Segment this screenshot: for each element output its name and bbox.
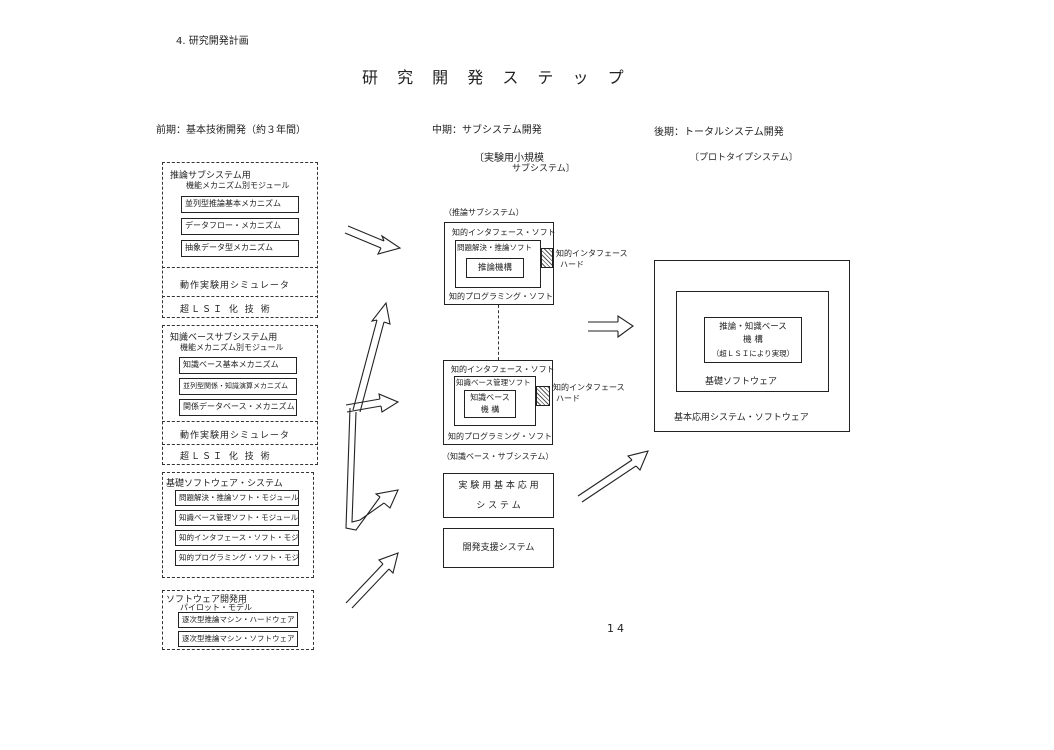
interface-hardware-hatch <box>541 248 553 268</box>
knowledge-top-label: 知的インタフェース・ソフト <box>451 365 555 374</box>
divider <box>162 267 318 268</box>
group3-title: 基礎ソフトウェア・システム <box>166 479 283 489</box>
group-knowledge-modules <box>162 325 318 465</box>
inference-side-label2: ハード <box>560 260 584 269</box>
knowledge-bottom-label: 知的プログラミング・ソフト <box>448 432 552 441</box>
total-core-line1: 推論・知識ベース <box>719 322 787 332</box>
group2-title2: 機能メカニズム別モジュール <box>180 343 284 352</box>
module-box: 抽象データ型メカニズム <box>181 240 299 257</box>
divider <box>162 296 318 297</box>
arrow <box>345 393 400 413</box>
simulator-label: 動作実験用シミュレータ <box>180 431 290 441</box>
phase-middle-label: 中期：サブシステム開発 <box>432 125 542 136</box>
subsystem-link <box>498 305 499 360</box>
module-box: 並列型関係・知識演算メカニズム <box>179 378 297 395</box>
module-box: 知的プログラミング・ソフト・モジュール <box>175 550 299 566</box>
application-label: 基本応用システム・ソフトウェア <box>674 413 809 423</box>
simulator-label: 動作実験用シミュレータ <box>180 281 290 291</box>
lsi-label: 超ＬＳＩ 化 技 術 <box>180 305 272 315</box>
phase-middle-sub1: 〔実験用小規模 <box>474 153 544 164</box>
phase-middle-sub2: サブシステム〕 <box>512 164 575 174</box>
arrow <box>344 225 402 255</box>
inference-subsystem-caption: （推論サブシステム） <box>444 208 524 217</box>
dev-support-box: 開発支援システム <box>443 528 554 568</box>
total-core-box: 推論・知識ベース 機 構 （超ＬＳＩにより実現） <box>704 317 802 363</box>
group1-title1: 推論サブシステム用 <box>170 171 251 181</box>
module-box: 知識ベース基本メカニズム <box>179 357 297 374</box>
arrow <box>577 450 649 503</box>
module-box: 並列型推論基本メカニズム <box>181 196 299 213</box>
knowledge-core-box: 知識ベース 機 構 <box>464 390 516 418</box>
knowledge-core-line2: 機 構 <box>480 405 500 414</box>
arrow <box>345 552 399 609</box>
page-title: 研 究 開 発 ス テ ッ プ <box>362 68 631 87</box>
knowledge-inner-label: 知識ベース管理ソフト <box>456 378 531 387</box>
arrow <box>345 407 399 531</box>
group1-title2: 機能メカニズム別モジュール <box>186 181 290 190</box>
module-box: 逐次型推論マシン・ソフトウェア <box>178 631 298 647</box>
section-heading: 4. 研究開発計画 <box>176 36 249 47</box>
module-box: 知的インタフェース・ソフト・モジュール <box>175 530 299 546</box>
total-core-line3: （超ＬＳＩにより実現） <box>711 349 795 358</box>
arrow <box>588 314 634 339</box>
inference-core-box: 推論機構 <box>466 258 524 278</box>
group4-title2: パイロット・モデル <box>180 603 252 612</box>
module-box: 関係データベース・メカニズム <box>179 399 297 416</box>
basic-software-label: 基礎ソフトウェア <box>705 377 778 387</box>
inference-inner-label: 問題解決・推論ソフト <box>457 243 532 252</box>
inference-side-label1: 知的インタフェース <box>556 249 628 258</box>
interface-hardware-hatch <box>536 386 550 406</box>
phase-early-label: 前期：基本技術開発（約３年間） <box>156 125 306 136</box>
arrow <box>352 301 391 413</box>
module-box: 問題解決・推論ソフト・モジュール <box>175 490 299 506</box>
app-system-box: 実 験 用 基 本 応 用 シ ス テ ム <box>443 473 554 518</box>
module-box: データフロー・メカニズム <box>181 218 299 235</box>
group-pilot-model <box>162 590 314 650</box>
inference-bottom-label: 知的プログラミング・ソフト <box>449 292 553 301</box>
group-basic-software <box>162 472 314 578</box>
knowledge-side-label1: 知的インタフェース <box>553 383 625 392</box>
knowledge-side-label2: ハード <box>556 394 580 403</box>
module-box: 逐次型推論マシン・ハードウェア <box>178 612 298 628</box>
page-number: 14 <box>607 622 627 635</box>
group-inference-modules <box>162 162 318 318</box>
knowledge-subsystem-caption: （知識ベース・サブシステム） <box>442 452 554 461</box>
inference-top-label: 知的インタフェース・ソフト <box>452 228 556 237</box>
lsi-label: 超ＬＳＩ 化 技 術 <box>180 452 272 462</box>
module-box: 知識ベース管理ソフト・モジュール <box>175 510 299 526</box>
divider <box>162 444 318 445</box>
knowledge-core-line1: 知識ベース <box>470 393 510 402</box>
total-core-line2: 機 構 <box>743 335 763 345</box>
app-system-line1: 実 験 用 基 本 応 用 <box>458 481 539 491</box>
phase-late-label: 後期：トータルシステム開発 <box>654 127 784 138</box>
group2-title1: 知識ベースサブシステム用 <box>170 333 278 343</box>
divider <box>162 421 318 422</box>
group4-title1: ソフトウェア開発用 <box>166 595 248 605</box>
phase-late-sub: 〔プロトタイプシステム〕 <box>690 153 798 163</box>
app-system-line2: シ ス テ ム <box>476 501 521 511</box>
